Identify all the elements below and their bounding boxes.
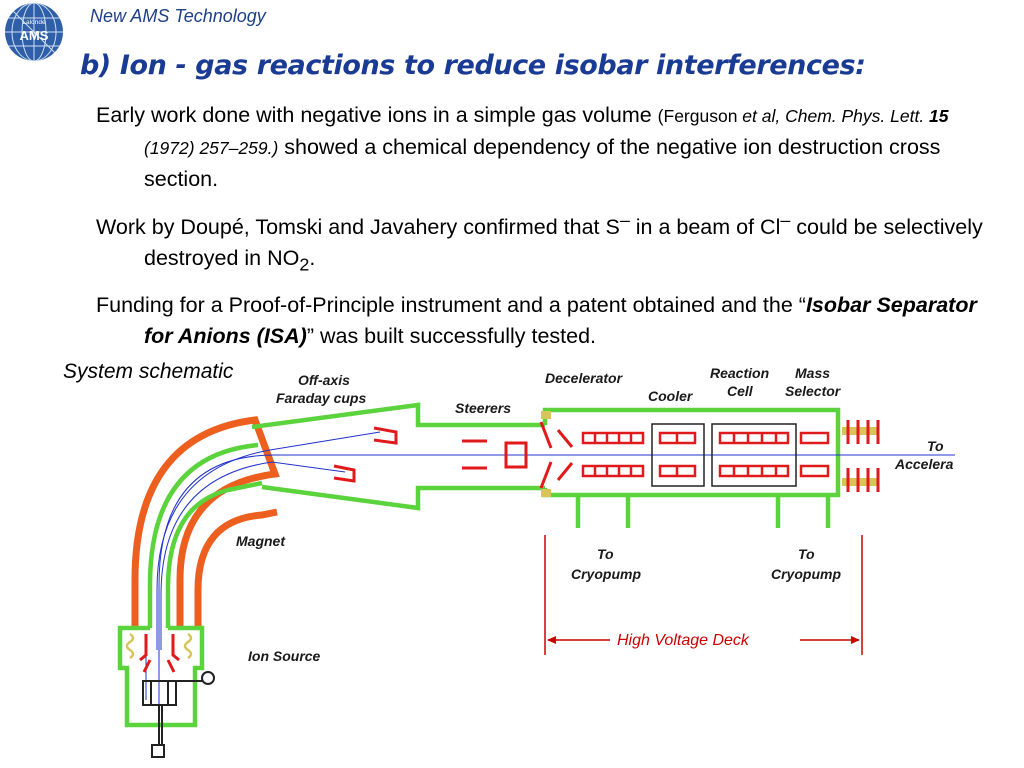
faraday-cup-lower bbox=[333, 464, 356, 483]
faraday-chamber-bottom bbox=[261, 484, 545, 511]
bend-tube-inner bbox=[165, 480, 263, 628]
paragraph-ferguson: Early work done with negative ions in a … bbox=[96, 100, 1001, 195]
faraday-cup-upper bbox=[373, 426, 398, 445]
label-to: To bbox=[927, 438, 944, 454]
decel-lens-1-upper bbox=[539, 421, 553, 449]
hv-deck-chamber bbox=[542, 407, 841, 498]
extraction-electrodes bbox=[139, 634, 180, 673]
label-hv-deck: High Voltage Deck bbox=[617, 632, 750, 649]
paragraph-doupe: Work by Doupé, Tomski and Javahery confi… bbox=[96, 205, 1001, 280]
ferguson-reference: (Ferguson et al, Chem. Phys. Lett. 15 (1… bbox=[144, 106, 949, 158]
cooler-rod-lower bbox=[581, 464, 645, 478]
label-cryo2-to: To bbox=[798, 546, 815, 562]
slide-title: b) Ion - gas reactions to reduce isobar … bbox=[80, 50, 866, 81]
label-cryo2-pump: Cryopump bbox=[771, 566, 841, 582]
p3-text-b: was built successfully tested. bbox=[314, 324, 597, 349]
p2-text-d: . bbox=[309, 246, 316, 271]
system-schematic: Off-axis Faraday cups Steerers Decelerat… bbox=[117, 365, 955, 758]
no2-subscript: 2 bbox=[299, 254, 310, 275]
decel-insulator-bottom bbox=[541, 489, 551, 497]
label-ion-source: Ion Source bbox=[248, 648, 321, 664]
faraday-cups bbox=[333, 426, 398, 483]
decel-insulator-top bbox=[541, 411, 551, 419]
ref-pages: (1972) 257–259.) bbox=[144, 138, 279, 158]
ref-author: (Ferguson bbox=[657, 106, 743, 126]
label-reaction: Reaction bbox=[710, 365, 769, 381]
beam-offaxis-upper bbox=[156, 431, 381, 650]
mass-selector-rod-lower bbox=[799, 464, 830, 478]
hv-arrow-left bbox=[547, 636, 556, 644]
ion-source-body bbox=[142, 671, 215, 758]
steerer-box bbox=[504, 441, 528, 469]
label-magnet: Magnet bbox=[236, 533, 286, 549]
faraday-chamber-top bbox=[251, 402, 545, 430]
reaction-cell-rod-lower bbox=[718, 464, 790, 478]
ref-journal: et al, Chem. Phys. Lett. bbox=[742, 106, 930, 126]
quote-open: “ bbox=[798, 293, 806, 318]
label-cell: Cell bbox=[727, 383, 754, 399]
exit-insulator-bottom bbox=[842, 478, 878, 486]
beam-main bbox=[158, 454, 955, 735]
isa-name: Isobar Separator for Anions (ISA) bbox=[144, 293, 977, 349]
quote-close: ” bbox=[306, 324, 314, 349]
steerers bbox=[462, 439, 528, 470]
decel-lens-2-lower bbox=[556, 462, 574, 481]
label-steerers: Steerers bbox=[455, 400, 511, 416]
label-cryo1-pump: Cryopump bbox=[571, 566, 641, 582]
p2-text-a: Work by Doupé, Tomski and Javahery confi… bbox=[96, 215, 620, 240]
magnet-inner-yoke bbox=[194, 508, 278, 626]
p1-text-a: Early work done with negative ions in a … bbox=[96, 103, 658, 127]
reaction-cell-rod-upper bbox=[718, 431, 790, 445]
magnet bbox=[131, 416, 280, 626]
decel-lens-2-upper bbox=[556, 429, 574, 448]
mass-selector-rod-upper bbox=[799, 431, 830, 445]
bend-tube-outer bbox=[147, 442, 259, 628]
p3-text-a: Funding for a Proof-of-Principle instrum… bbox=[96, 293, 799, 318]
hv-arrow-right bbox=[851, 636, 860, 644]
beam-offaxis-lower bbox=[160, 461, 346, 650]
lalonde-ams-logo: Lalonde AMS bbox=[5, 3, 63, 61]
logo-text-top: Lalonde bbox=[22, 19, 46, 26]
s-minus-superscript: – bbox=[619, 210, 630, 230]
reaction-cell-enclosure bbox=[711, 423, 797, 487]
cl-minus-superscript: – bbox=[780, 210, 791, 230]
exit-insulator-top bbox=[842, 427, 878, 435]
label-cooler: Cooler bbox=[648, 388, 694, 404]
label-mass: Mass bbox=[795, 365, 830, 381]
rf-quadrupoles bbox=[581, 431, 830, 478]
vacuum-chamber bbox=[117, 402, 841, 728]
hv-deck-dimension bbox=[544, 535, 863, 655]
label-offaxis-2: Faraday cups bbox=[276, 390, 366, 406]
ion-source bbox=[125, 632, 215, 758]
label-cryo1-to: To bbox=[597, 546, 614, 562]
decel-lens-1-lower bbox=[539, 461, 553, 489]
p2-text-c: could be selectively destroyed in NO bbox=[144, 215, 983, 271]
label-selector: Selector bbox=[785, 383, 842, 399]
magnet-outer-yoke bbox=[131, 416, 280, 626]
p2-text-b: in a beam of Cl bbox=[629, 215, 781, 240]
exit-stack bbox=[842, 420, 880, 492]
label-accelerator: Accelera bbox=[894, 456, 954, 472]
section-header: New AMS Technology bbox=[90, 6, 266, 26]
decelerator bbox=[539, 421, 574, 489]
schematic-caption: System schematic bbox=[63, 360, 234, 383]
beam-paths bbox=[145, 431, 955, 735]
body-text: Early work done with negative ions in a … bbox=[96, 100, 1001, 362]
cooler-rod-upper bbox=[581, 431, 645, 445]
label-decelerator: Decelerator bbox=[545, 370, 624, 386]
p1-text-b: showed a chemical dependency of the nega… bbox=[144, 135, 941, 191]
cell-enclosures bbox=[651, 423, 797, 487]
cooler-enclosure bbox=[651, 423, 705, 487]
ion-source-bellows bbox=[125, 632, 193, 660]
logo-text-main: AMS bbox=[20, 28, 49, 43]
paragraph-funding: Funding for a Proof-of-Principle instrum… bbox=[96, 290, 1001, 352]
label-offaxis-1: Off-axis bbox=[298, 372, 350, 388]
ref-volume: 15 bbox=[929, 106, 949, 126]
